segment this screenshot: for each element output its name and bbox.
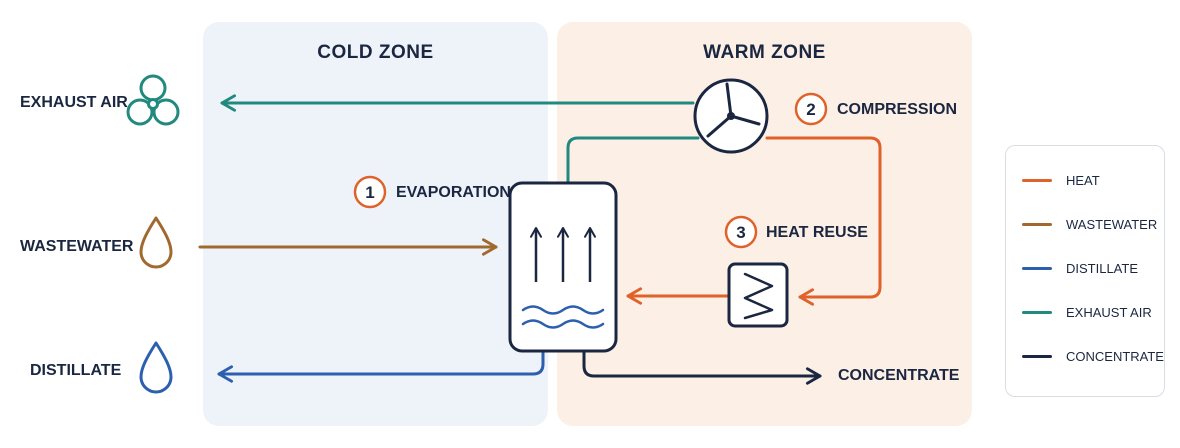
step-1-badge: 1 xyxy=(353,175,387,209)
legend-swatch xyxy=(1022,178,1052,182)
legend-swatch xyxy=(1022,266,1052,270)
step-2-number: 2 xyxy=(806,100,815,119)
step-1-label: EVAPORATION xyxy=(396,184,511,201)
legend-item-concentrate: CONCENTRATE xyxy=(1022,346,1164,366)
cold-zone: COLD ZONE xyxy=(203,22,548,426)
legend-swatch xyxy=(1022,310,1052,314)
wastewater-label: WASTEWATER xyxy=(20,238,134,255)
warm-zone-title: WARM ZONE xyxy=(703,42,826,63)
legend-item-wastewater: WASTEWATER xyxy=(1022,214,1157,234)
step-1-number: 1 xyxy=(365,183,374,202)
legend-swatch xyxy=(1022,222,1052,226)
step-3-number: 3 xyxy=(736,223,745,242)
step-2-badge: 2 xyxy=(794,92,828,126)
legend-label: HEAT xyxy=(1066,172,1100,188)
legend: HEAT WASTEWATER DISTILLATE EXHAUST AIR C… xyxy=(1005,145,1165,397)
legend-item-heat: HEAT xyxy=(1022,170,1100,190)
distillate-droplet-icon xyxy=(139,341,173,394)
warm-zone: WARM ZONE xyxy=(557,22,972,426)
concentrate-label: CONCENTRATE xyxy=(838,367,960,384)
heat-flow-compression xyxy=(765,136,882,306)
legend-label: WASTEWATER xyxy=(1066,216,1158,232)
exhaust-air-label: EXHAUST AIR xyxy=(20,94,128,111)
wastewater-droplet-icon xyxy=(139,216,173,269)
legend-item-exhaust-air: EXHAUST AIR xyxy=(1022,302,1152,322)
legend-label: DISTILLATE xyxy=(1066,260,1139,276)
concentrate-flow xyxy=(582,348,822,385)
legend-label: CONCENTRATE xyxy=(1066,348,1164,364)
cold-zone-title: COLD ZONE xyxy=(317,42,434,63)
distillate-label: DISTILLATE xyxy=(30,362,122,379)
distillate-flow xyxy=(217,348,545,383)
vapor-pipe xyxy=(566,136,700,185)
step-3-badge: 3 xyxy=(724,215,758,249)
legend-swatch xyxy=(1022,354,1052,358)
evaporator-tank-icon xyxy=(508,181,618,353)
heat-exchanger-icon xyxy=(727,262,789,328)
fan-icon xyxy=(126,74,180,126)
legend-item-distillate: DISTILLATE xyxy=(1022,258,1138,278)
compressor-fan-icon xyxy=(693,78,769,154)
step-3-label: HEAT REUSE xyxy=(766,224,868,241)
legend-label: EXHAUST AIR xyxy=(1066,304,1152,320)
step-2-label: COMPRESSION xyxy=(837,101,958,118)
